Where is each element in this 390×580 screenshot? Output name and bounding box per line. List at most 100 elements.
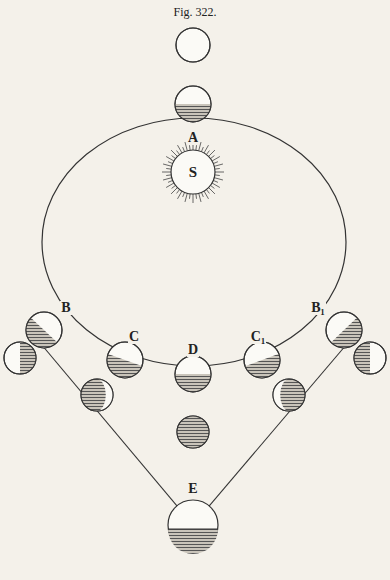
sun-ray: [163, 164, 172, 166]
planet: [176, 28, 210, 62]
sun-ray: [163, 178, 172, 180]
position-letter: B₁: [310, 301, 326, 315]
earth-dark: [168, 529, 218, 554]
dark-side: [331, 318, 362, 348]
planet-disc: [26, 312, 62, 348]
planet-outline: [81, 379, 113, 411]
planet-outline: [326, 312, 362, 348]
dark-side: [81, 379, 113, 411]
planet: [107, 342, 143, 378]
dark-side: [20, 342, 36, 374]
sun-ray: [168, 180, 173, 182]
sun-ray: [193, 194, 194, 203]
sun-ray: [214, 164, 223, 166]
dark-side: [26, 318, 57, 348]
planet: [81, 379, 113, 411]
dark-side: [273, 379, 305, 411]
planet: [175, 86, 211, 122]
dark-side: [354, 342, 370, 374]
sun-ray: [201, 147, 203, 152]
sight-line: [193, 338, 352, 525]
sun-ray: [166, 183, 174, 188]
sun-ray: [166, 174, 171, 176]
position-letter: C₁: [250, 330, 266, 344]
lit-crescent: [273, 379, 289, 411]
planet-disc: [273, 379, 305, 411]
sun-ray: [177, 189, 180, 193]
sun-ray: [210, 156, 214, 159]
planet-disc: [354, 342, 386, 374]
sun-label: S: [189, 164, 197, 181]
planet: [4, 342, 36, 374]
sun-ray: [178, 145, 183, 153]
planet-outline: [273, 379, 305, 411]
earth: [168, 500, 218, 554]
sun-ray: [212, 157, 220, 162]
planet-outline: [177, 416, 209, 448]
position-letter: B: [60, 301, 71, 315]
sun-ray: [172, 185, 176, 188]
sun-ray: [189, 145, 191, 150]
planet-outline: [175, 356, 211, 392]
planet: [26, 312, 62, 348]
sun-ray: [215, 172, 224, 173]
planet: [273, 379, 305, 411]
position-letter: C: [128, 330, 140, 344]
position-letter: E: [187, 482, 198, 496]
sun-ray: [201, 192, 203, 197]
sun-ray: [195, 145, 197, 150]
planet-disc: [326, 312, 362, 348]
sun-disc: [171, 150, 215, 194]
sun-ray: [168, 162, 173, 164]
sun-ray: [166, 168, 171, 170]
sun-ray: [204, 191, 209, 199]
planet-outline: [4, 342, 36, 374]
sun-ray: [172, 156, 176, 159]
sun-ray: [204, 145, 209, 153]
sun-ray: [183, 192, 185, 197]
orbit: [42, 118, 346, 366]
sun-ray: [195, 194, 197, 199]
dark-side: [177, 416, 209, 448]
planet: [177, 416, 209, 448]
sun-ray: [213, 162, 218, 164]
sun-ray: [189, 194, 191, 199]
figure-title: Fig. 322.: [173, 6, 216, 18]
sun-ray: [199, 193, 201, 202]
planet-disc: [4, 342, 36, 374]
sun-ray: [178, 191, 183, 199]
sight-line: [36, 338, 193, 525]
sun-ray: [166, 157, 174, 162]
sun: S: [161, 140, 225, 204]
sun-ray: [177, 151, 180, 155]
sun-ray: [185, 193, 187, 202]
sun-inner: S: [161, 140, 225, 204]
planet-disc: [177, 416, 209, 448]
sun-ray: [206, 151, 209, 155]
planet-disc: [176, 28, 210, 62]
planet-outline: [176, 28, 210, 62]
sun-ray: [214, 178, 223, 180]
sun-ray: [215, 168, 220, 170]
horizon: [168, 529, 218, 530]
sun-ray: [206, 189, 209, 193]
planet-outline: [107, 342, 143, 378]
sun-ray: [212, 183, 220, 188]
planet-outline: [175, 86, 211, 122]
planet-outline: [26, 312, 62, 348]
planet-disc: [175, 86, 211, 122]
dark-side: [175, 104, 211, 122]
dark-side: [175, 374, 211, 392]
planet: [175, 356, 211, 392]
planet-disc: [175, 356, 211, 392]
planet-outline: [354, 342, 386, 374]
planet-disc: [81, 379, 113, 411]
sun-ray: [215, 174, 220, 176]
planet: [244, 342, 280, 378]
planet: [326, 312, 362, 348]
planet-disc: [244, 342, 280, 378]
sun-ray: [210, 185, 214, 188]
lit-crescent: [97, 379, 113, 411]
sun-ray: [183, 147, 185, 152]
